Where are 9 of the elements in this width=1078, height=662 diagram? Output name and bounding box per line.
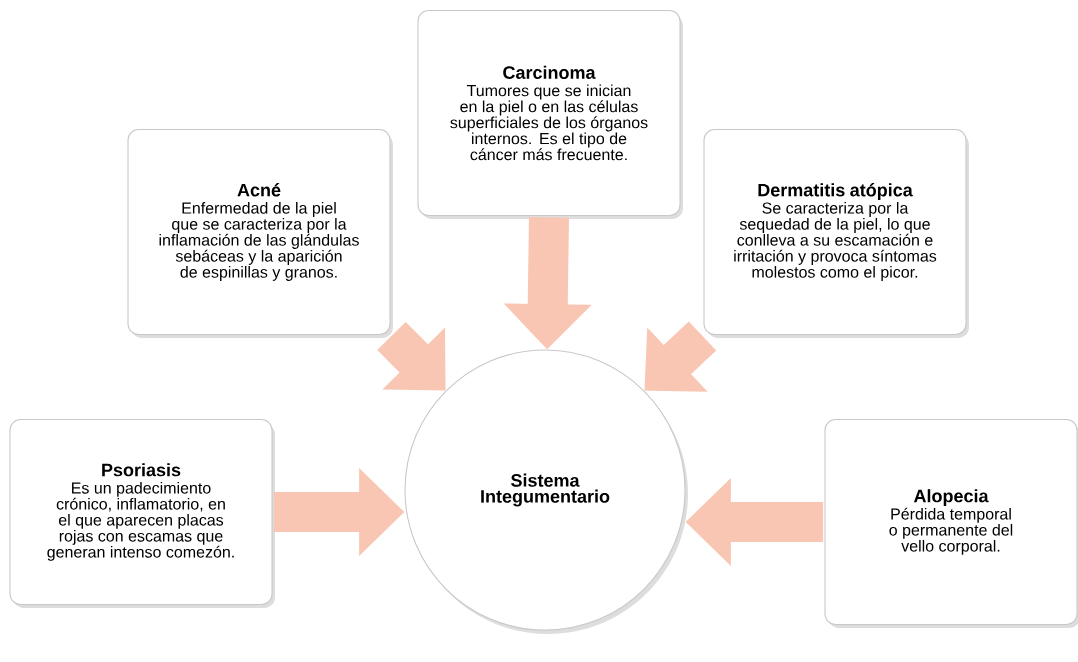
info-box: Psoriasis Es un padecimiento crónico, inflamatorio, en el que aparecen placas rojas con escamas que generan intenso comezón. bbox=[9, 418, 275, 608]
info-box: Alopecia Pérdida temporal o permanente del vello corporal. bbox=[824, 418, 1078, 628]
block-arrow bbox=[644, 321, 717, 392]
info-box: Dermatitis atópica Se caracteriza por la sequedad de la piel, lo que conlleva a su escamación e irritación y provoca síntomas molestos como el picor. bbox=[703, 128, 969, 338]
node-label: Alopecia bbox=[913, 489, 989, 506]
node-label: Pérdida temporal o permanente del vello corporal. bbox=[889, 507, 1013, 555]
block-arrow bbox=[377, 321, 446, 391]
info-box: Carcinoma Tumores que se inician en la piel o en las células superficiales de los órganos internos. Es el tipo de cáncer más frecuente. bbox=[417, 9, 683, 219]
info-box: Acné Enfermedad de la piel que se caracteriza por la inflamación de las glándulas sebáceas y la aparición de espinillas y granos. bbox=[127, 128, 393, 338]
